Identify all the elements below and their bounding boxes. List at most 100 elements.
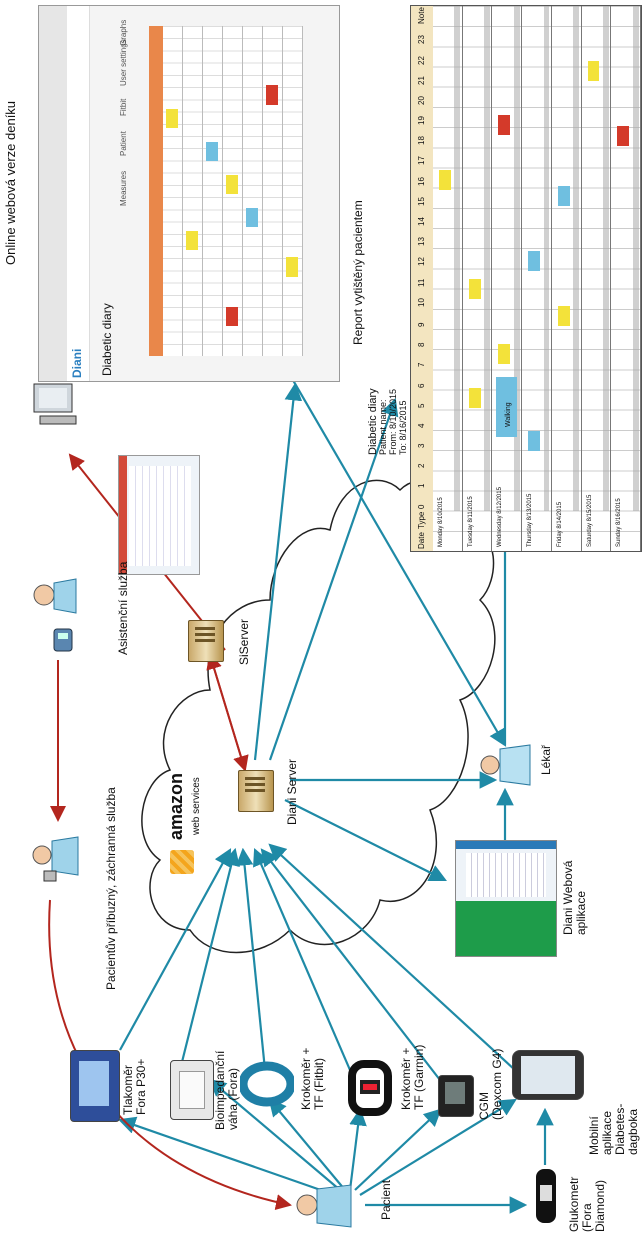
desktop-computer-icon xyxy=(30,380,80,428)
report-col-header: 8 xyxy=(417,342,426,348)
report-col-header: 21 xyxy=(417,75,426,85)
report-col-header: 7 xyxy=(417,362,426,368)
report-col-header: 9 xyxy=(417,322,426,327)
report-col-header: 20 xyxy=(417,96,426,105)
report-from: From: 8/10/2015 xyxy=(388,388,398,455)
web-app-screenshot: Diani Diabetic diary Measures Patient Fi… xyxy=(38,5,340,382)
aws-logo: web services xyxy=(191,777,202,835)
operator-person-icon xyxy=(30,565,78,630)
report-label: Report vytištěný pacientem xyxy=(351,200,365,345)
garmin-label: Krokoměr + TF (Garmin) xyxy=(399,1044,426,1110)
report-col-header: 0 xyxy=(417,504,426,509)
doctor-label: Lékař xyxy=(539,744,553,775)
report-highlight-cell xyxy=(557,185,570,207)
report-walking-cell xyxy=(496,376,518,438)
web-app-highlight-cell xyxy=(246,207,258,228)
report-col-header: Date xyxy=(417,532,426,549)
report-highlight-cell xyxy=(528,431,541,452)
report-col-header: 2 xyxy=(417,463,426,469)
patient-person-icon xyxy=(295,1175,355,1240)
cgm-label: CGM (Dexcom G4) xyxy=(477,1048,504,1120)
report-col-header: 22 xyxy=(417,55,426,65)
report-act-band xyxy=(543,6,550,511)
mobile-label: Mobilní aplikace Diabetes- dagboka xyxy=(587,1103,640,1155)
web-app-nav-settings[interactable]: User settings xyxy=(119,39,128,86)
garmin-band-icon xyxy=(348,1060,392,1116)
web-app-day-row xyxy=(203,26,223,356)
web-app-day-row xyxy=(283,26,303,356)
assist-label: Asistenční služba xyxy=(116,561,130,655)
report-col-header: 14 xyxy=(417,217,426,227)
web-app-highlight-cell xyxy=(266,85,278,105)
report-col-header: 11 xyxy=(417,278,426,287)
web-app-highlight-cell xyxy=(186,230,198,251)
web-app-highlight-cell xyxy=(226,174,238,195)
web-app-day-row xyxy=(243,26,263,356)
telephone-icon xyxy=(48,625,78,655)
report-col-header: 4 xyxy=(417,423,426,428)
siserver-server-icon xyxy=(188,620,224,662)
report-col-header: 12 xyxy=(417,257,426,267)
report-highlight-cell xyxy=(498,343,511,365)
report-act-band xyxy=(602,6,609,511)
report-col-header: 6 xyxy=(417,383,426,388)
siserver-label: SiServer xyxy=(237,618,251,665)
web-app-day-row xyxy=(163,26,183,356)
report-col-header: 13 xyxy=(417,237,426,247)
report-col-header: Note xyxy=(417,7,426,25)
report-col-header: 15 xyxy=(417,196,426,206)
diani-server-icon xyxy=(238,770,274,812)
amazon-logo: amazon xyxy=(166,772,186,840)
report-highlight-cell xyxy=(468,387,481,408)
web-app-grid xyxy=(163,26,303,356)
report-highlight-cell xyxy=(528,251,541,272)
cgm-device-icon xyxy=(438,1075,474,1117)
report-act-band xyxy=(513,6,520,511)
report-col-header: 5 xyxy=(417,403,426,408)
report-act-band xyxy=(454,6,461,511)
web-app-highlight-cell xyxy=(286,257,298,277)
scale-icon xyxy=(170,1060,214,1120)
browser-bar xyxy=(39,6,68,381)
report-highlight-cell xyxy=(587,60,600,81)
report-highlight-cell xyxy=(557,305,570,326)
web-app-brand: Diani xyxy=(70,348,84,378)
relative-person-icon xyxy=(30,825,80,890)
web-app-title: Diabetic diary xyxy=(100,303,114,376)
web-app-nav-graphs[interactable]: Graphs xyxy=(119,19,128,46)
report-highlight-cell xyxy=(617,125,630,147)
aws-cubes-icon xyxy=(170,850,194,874)
diani-webapp-screenshot xyxy=(455,840,557,957)
report-col-header: 17 xyxy=(417,156,426,166)
report-diary-header: Diabetic diary Patient name: From: 8/10/… xyxy=(367,388,408,455)
report-act-band xyxy=(632,6,639,511)
report-col-header: 1 xyxy=(417,483,426,489)
assist-screen-thumbnail xyxy=(118,455,200,575)
report-act-band xyxy=(484,6,491,511)
report-col-header: 23 xyxy=(417,35,426,45)
report-highlight-cell xyxy=(439,169,451,190)
web-app-day-row xyxy=(263,26,283,356)
report-patient: Patient name: xyxy=(378,399,388,455)
report-walking-label: Walking xyxy=(505,402,513,428)
smartphone-icon xyxy=(512,1050,584,1100)
report-act-band xyxy=(573,6,580,511)
doctor-person-icon xyxy=(478,735,533,800)
report-day-label: Wednesday 8/12/2015 xyxy=(497,487,504,547)
report-to: To: 8/16/2015 xyxy=(398,400,408,455)
web-app-highlight-cell xyxy=(206,141,218,162)
web-app-header xyxy=(67,6,90,381)
web-app-nav-fitbit[interactable]: Fitbit xyxy=(119,98,128,116)
glucometer-icon xyxy=(530,1165,562,1227)
report-col-header: 3 xyxy=(417,443,426,449)
report-col-header: 18 xyxy=(417,136,426,146)
web-app-orange-header xyxy=(149,26,163,356)
web-app-nav-measures[interactable]: Measures xyxy=(119,170,128,206)
glukometr-label: Glukometr (Fora Diamond) xyxy=(567,1176,607,1232)
tlakomer-label: Tlakoměr Fora P30+ xyxy=(121,1058,148,1115)
web-app-nav-patient[interactable]: Patient xyxy=(119,131,128,156)
